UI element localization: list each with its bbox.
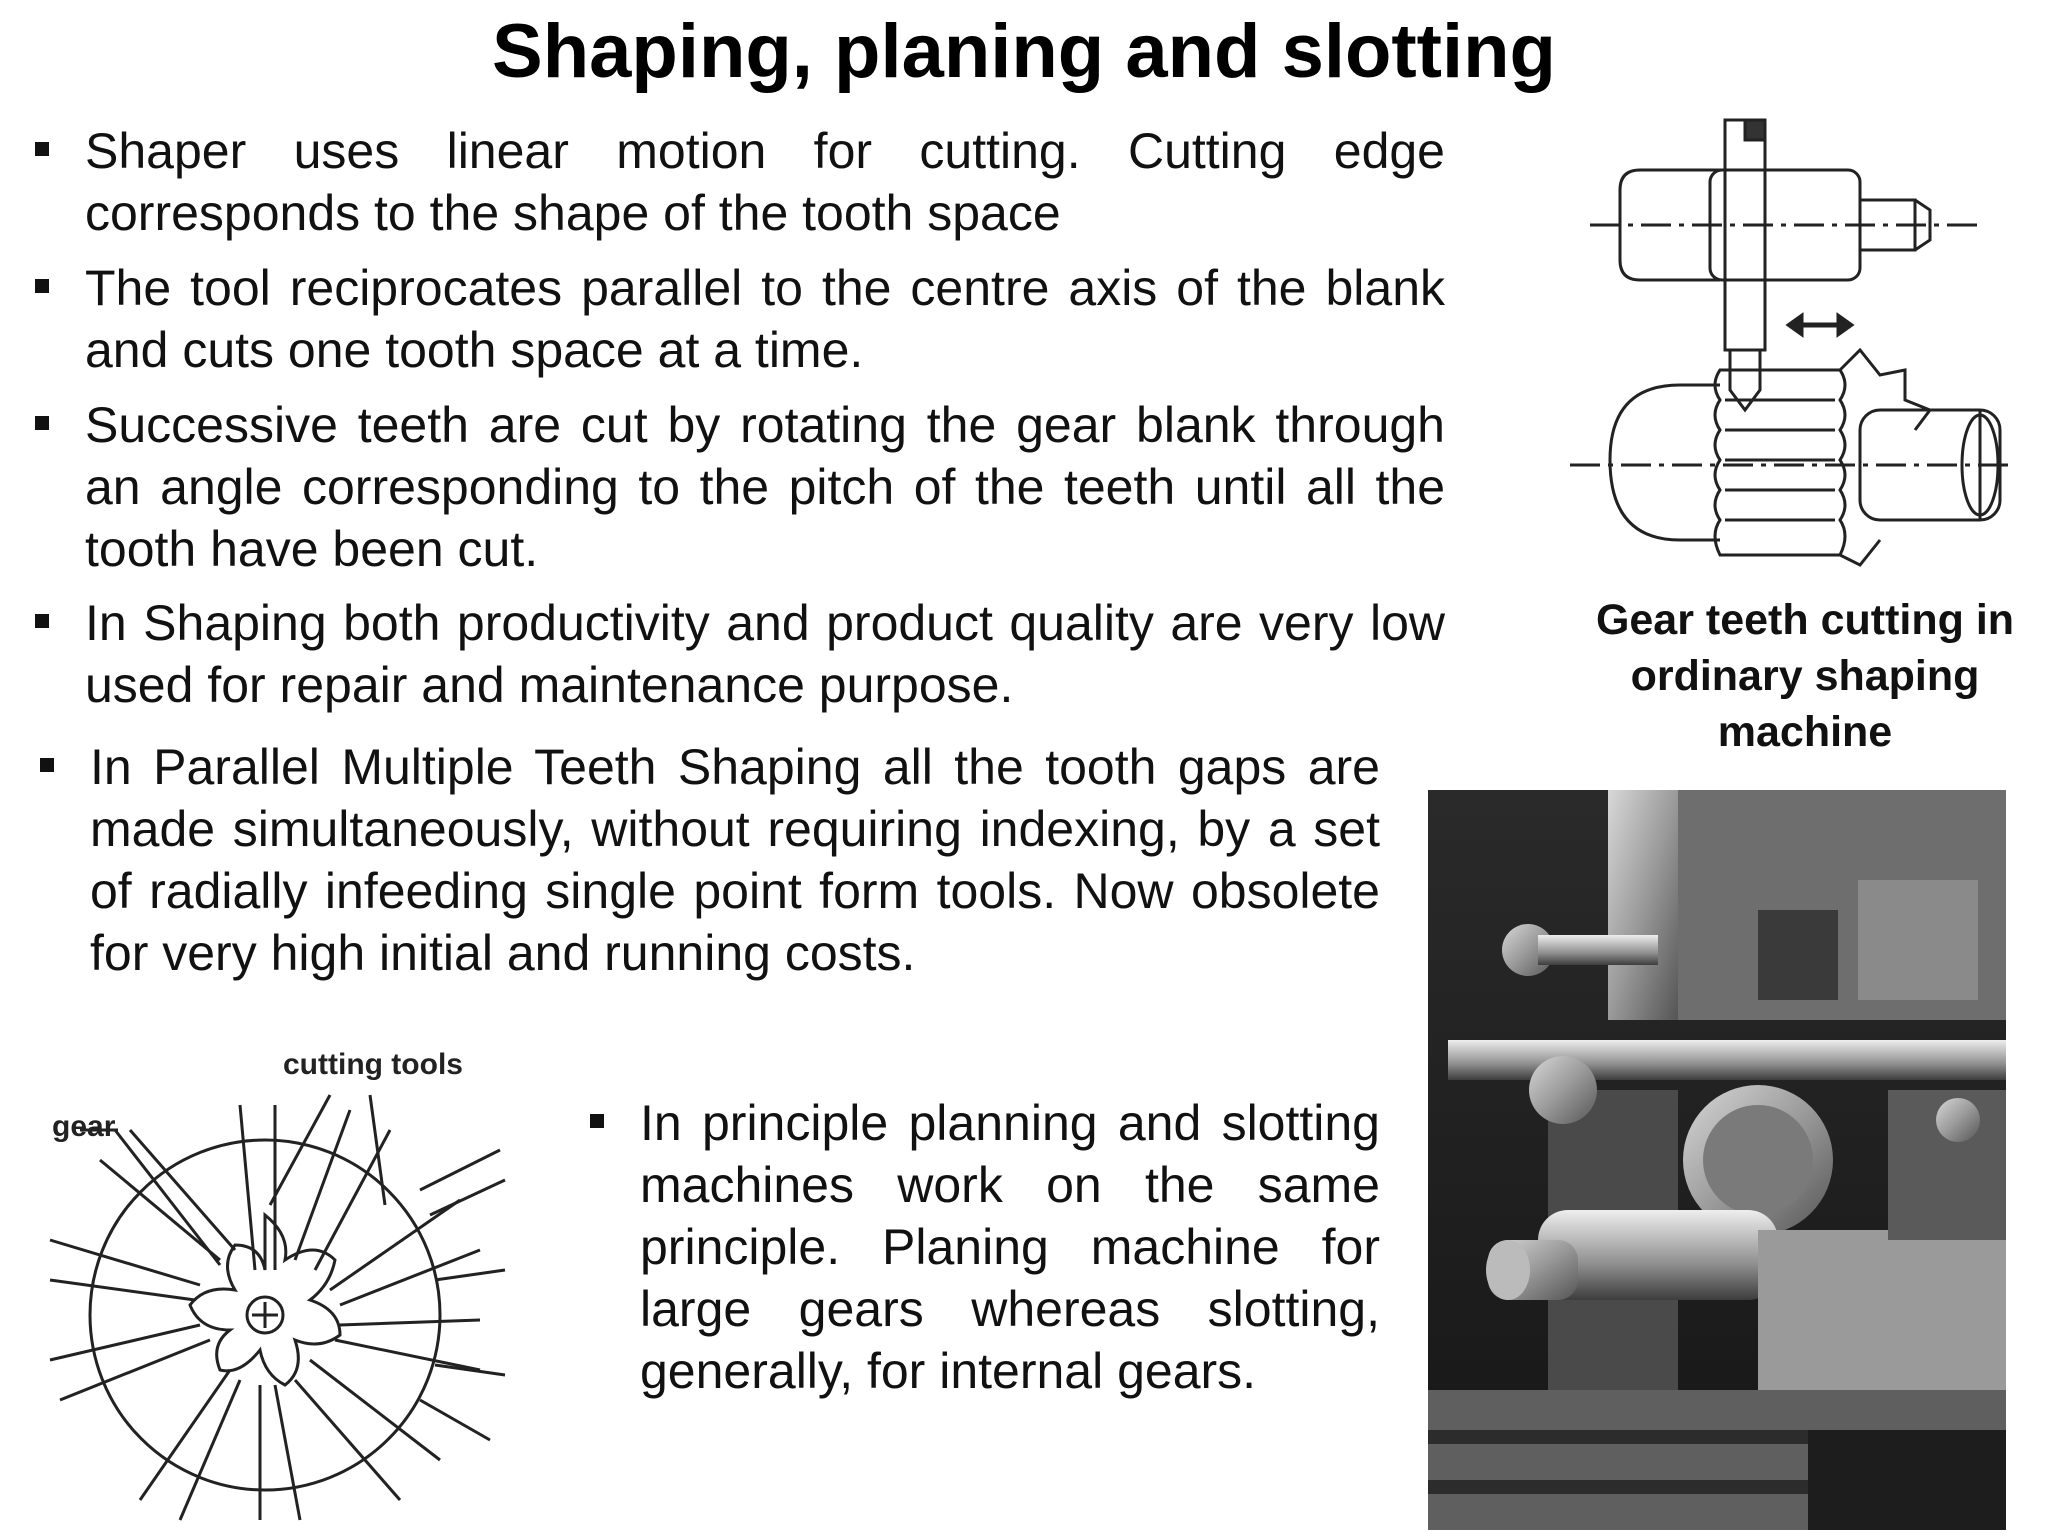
- bullet-text: Successive teeth are cut by rotating the…: [85, 397, 1445, 577]
- bullet-item: Successive teeth are cut by rotating the…: [35, 394, 1445, 580]
- cutting-tools-label: cutting tools: [283, 1048, 463, 1081]
- bullet-marker: [35, 416, 49, 430]
- bullet-item: In Shaping both productivity and product…: [35, 592, 1445, 716]
- bullet-item: Shaper uses linear motion for cutting. C…: [35, 120, 1445, 244]
- bullet-text: The tool reciprocates parallel to the ce…: [85, 260, 1445, 378]
- bullet-marker: [35, 279, 49, 293]
- bullet-item: The tool reciprocates parallel to the ce…: [35, 257, 1445, 381]
- bullet-marker: [590, 1114, 604, 1128]
- bullet-text: In Shaping both productivity and product…: [85, 595, 1445, 713]
- bullet-marker: [35, 614, 49, 628]
- bullet-text: In Parallel Multiple Teeth Shaping all t…: [90, 739, 1380, 981]
- gear-shaping-diagram: [1570, 118, 2015, 567]
- figure-caption: Gear teeth cutting in ordinary shaping m…: [1595, 596, 2015, 756]
- bullet-text: Shaper uses linear motion for cutting. C…: [85, 123, 1445, 241]
- shaping-machine-photo: [1428, 790, 2006, 1530]
- multiple-teeth-shaping-diagram: [49, 1094, 506, 1521]
- bullet-item: In Parallel Multiple Teeth Shaping all t…: [40, 736, 1380, 984]
- bullet-marker: [40, 758, 54, 772]
- gear-label: gear: [52, 1110, 116, 1143]
- bullet-marker: [35, 142, 49, 156]
- bullet-item: In principle planning and slotting machi…: [590, 1092, 1380, 1402]
- bullet-text: In principle planning and slotting machi…: [640, 1095, 1380, 1399]
- slide-title: Shaping, planing and slotting: [492, 9, 1556, 94]
